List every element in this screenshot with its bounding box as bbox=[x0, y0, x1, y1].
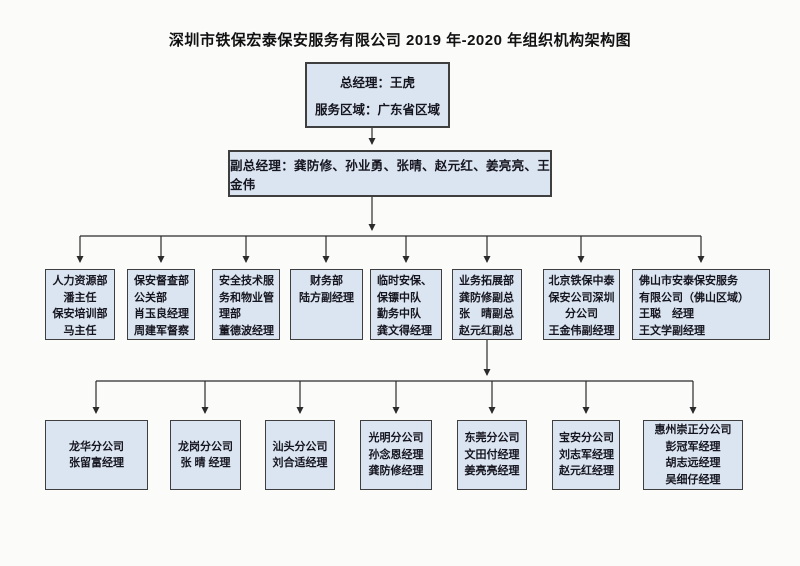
box-text-line: 总经理：王虎 bbox=[339, 76, 415, 90]
dept-tech-property-box: 安全技术服务和物业管理部董德波经理 bbox=[212, 269, 280, 340]
box-text-line: 勤务中队 bbox=[377, 308, 421, 320]
box-text-line: 文田付经理 bbox=[464, 448, 520, 461]
box-text-line: 安全技术服 bbox=[219, 275, 274, 287]
box-text-line: 龚文得经理 bbox=[377, 324, 432, 337]
box-text-line: 保安督查部 bbox=[134, 275, 189, 287]
general-manager-box: 总经理：王虎服务区域：广东省区域 bbox=[305, 62, 450, 128]
branch-guangming-box: 光明分公司孙念恩经理龚防修经理 bbox=[360, 420, 432, 490]
box-text-line: 公关部 bbox=[134, 291, 167, 304]
box-text-line: 赵元红经理 bbox=[559, 465, 614, 478]
box-text-line: 胡志远经理 bbox=[665, 457, 721, 469]
box-text-line: 东莞分公司 bbox=[464, 432, 520, 445]
box-text-line: 赵元红副总 bbox=[459, 324, 514, 337]
box-text-line: 龙华分公司 bbox=[69, 440, 124, 453]
box-text-line: 汕头分公司 bbox=[272, 440, 328, 453]
box-text-line: 业务拓展部 bbox=[459, 275, 514, 287]
branch-longgang-box: 龙岗分公司张 晴 经理 bbox=[170, 420, 241, 490]
box-text-line: 佛山市安泰保安服务 bbox=[639, 275, 738, 287]
box-text-line: 龙岗分公司 bbox=[178, 440, 233, 453]
branch-dongguan-box: 东莞分公司文田付经理姜亮亮经理 bbox=[457, 420, 527, 490]
box-text-line: 宝安分公司 bbox=[559, 432, 614, 445]
dept-supervision-pr-box: 保安督查部公关部肖玉良经理周建军督察 bbox=[127, 269, 195, 340]
box-text-line: 龚防修副总 bbox=[459, 291, 514, 304]
box-text-line: 肖玉良经理 bbox=[134, 308, 189, 320]
box-text-line: 姜亮亮经理 bbox=[464, 465, 520, 478]
box-text-line: 惠州崇正分公司 bbox=[654, 424, 732, 436]
box-text-line: 刘合适经理 bbox=[272, 457, 328, 469]
page-title: 深圳市铁保宏泰保安服务有限公司 2019 年-2020 年组织机构架构图 bbox=[168, 32, 632, 49]
box-text-line: 分公司 bbox=[565, 308, 598, 320]
branch-shantou-box: 汕头分公司刘合适经理 bbox=[265, 420, 335, 490]
branch-huizhou-box: 惠州崇正分公司彭冠军经理胡志远经理吴细仔经理 bbox=[643, 420, 743, 490]
box-text-line: 孙念恩经理 bbox=[368, 448, 424, 461]
box-text-line: 张留富经理 bbox=[69, 457, 124, 469]
box-text-line: 王文学副经理 bbox=[639, 324, 705, 337]
dept-temp-security-box: 临时安保、保镖中队勤务中队龚文得经理 bbox=[370, 269, 442, 340]
box-text-line: 有限公司（佛山区域） bbox=[639, 291, 749, 304]
box-text-line: 光明分公司 bbox=[368, 432, 424, 445]
box-text-line: 陆方副经理 bbox=[299, 291, 354, 304]
box-text-line: 张 晴副总 bbox=[459, 308, 514, 320]
box-text-line: 龚防修经理 bbox=[368, 465, 424, 478]
box-text-line: 刘志军经理 bbox=[559, 448, 614, 461]
box-text-line: 吴细仔经理 bbox=[665, 473, 721, 486]
box-text-line: 董德波经理 bbox=[219, 324, 274, 337]
box-text-line: 务和物业管 bbox=[219, 291, 274, 304]
box-text-line: 人力资源部 bbox=[52, 275, 108, 287]
box-text-line: 保安公司深圳 bbox=[548, 291, 615, 304]
box-text-line: 周建军督察 bbox=[134, 324, 189, 337]
branch-longhua-box: 龙华分公司张留富经理 bbox=[45, 420, 148, 490]
box-text-line: 潘主任 bbox=[63, 291, 97, 304]
deputy-general-managers-box: 副总经理：龚防修、孙业勇、张晴、赵元红、姜亮亮、王金伟 bbox=[228, 150, 552, 197]
dept-beijing-shenzhen-box: 北京铁保中泰保安公司深圳分公司王金伟副经理 bbox=[543, 269, 620, 340]
box-text-line: 王聪 经理 bbox=[639, 308, 694, 320]
box-text-line: 财务部 bbox=[310, 275, 343, 287]
box-text-line: 保镖中队 bbox=[377, 291, 421, 304]
dept-foshan-company-box: 佛山市安泰保安服务有限公司（佛山区域） 王聪 经理王文学副经理 bbox=[632, 269, 770, 340]
box-text-line: 彭冠军经理 bbox=[665, 440, 721, 453]
box-text-line: 临时安保、 bbox=[377, 275, 432, 287]
box-text-line: 张 晴 经理 bbox=[180, 457, 231, 469]
branch-baoan-box: 宝安分公司刘志军经理赵元红经理 bbox=[552, 420, 620, 490]
dept-business-dev-box: 业务拓展部龚防修副总张 晴副总赵元红副总 bbox=[452, 269, 522, 340]
box-text-line: 保安培训部 bbox=[52, 308, 108, 320]
box-text-line: 北京铁保中泰 bbox=[548, 275, 615, 287]
box-text-line: 服务区域：广东省区域 bbox=[314, 103, 440, 117]
box-text-line: 马主任 bbox=[63, 324, 97, 337]
dept-hr-training-box: 人力资源部潘主任保安培训部马主任 bbox=[45, 269, 115, 340]
dept-finance-box: 财务部陆方副经理 bbox=[290, 269, 363, 340]
box-text-line: 王金伟副经理 bbox=[548, 324, 615, 337]
box-text-line: 理部 bbox=[219, 308, 241, 320]
